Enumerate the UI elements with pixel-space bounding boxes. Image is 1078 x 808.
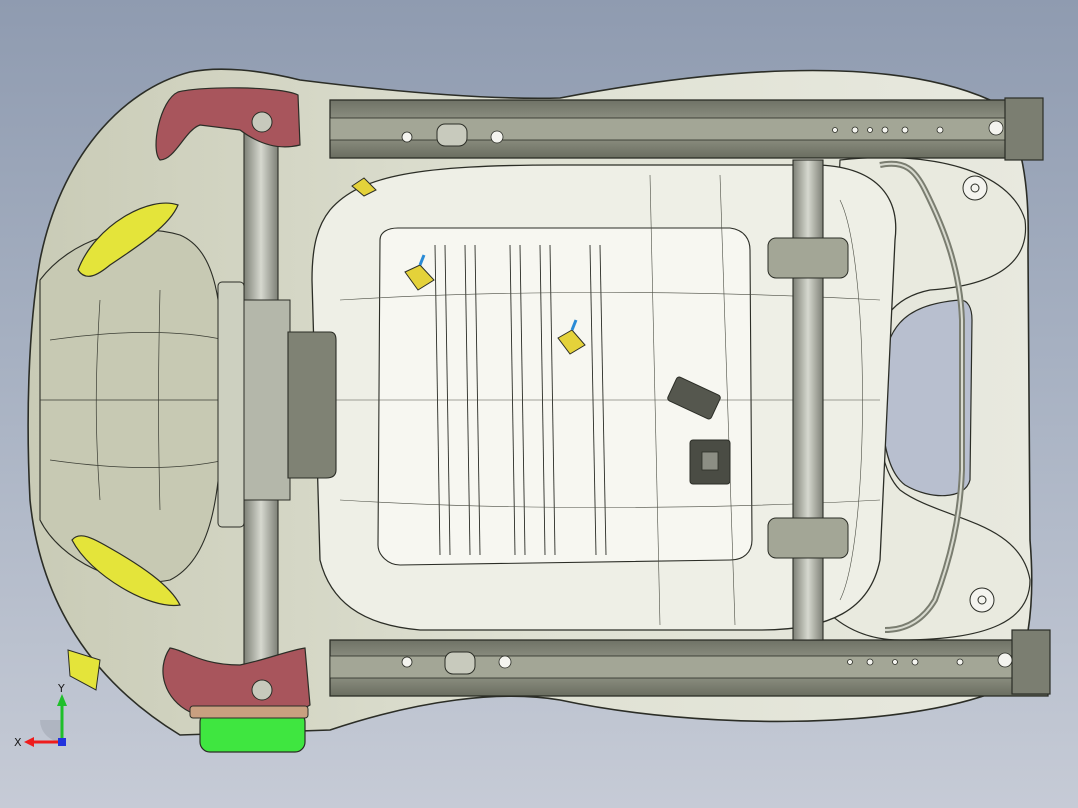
electrical-connector[interactable] [667, 376, 731, 485]
recliner-handle[interactable] [217, 281, 245, 528]
yellow-clip-top[interactable] [351, 177, 377, 197]
triad-z-axis [58, 738, 66, 746]
recliner-plate[interactable] [287, 331, 337, 479]
front-cross-tube[interactable] [767, 159, 849, 641]
triad-x-arrow [24, 737, 34, 747]
triad-y-label: Y [57, 682, 65, 695]
seat-track-top[interactable] [329, 97, 1044, 161]
yellow-sensor-2[interactable] [557, 319, 586, 355]
seat-track-bottom[interactable] [329, 629, 1051, 697]
triad-y-arrow [57, 694, 67, 706]
green-motor[interactable] [189, 705, 309, 753]
back-frame-left[interactable] [39, 202, 330, 691]
orientation-triad[interactable]: Y X [12, 680, 92, 760]
mount-bolt [962, 175, 995, 613]
seat-pan[interactable] [311, 164, 897, 631]
hinge-bracket-top[interactable] [155, 87, 301, 161]
triad-x-label: X [14, 736, 22, 749]
yellow-sensor-1[interactable] [404, 254, 435, 291]
